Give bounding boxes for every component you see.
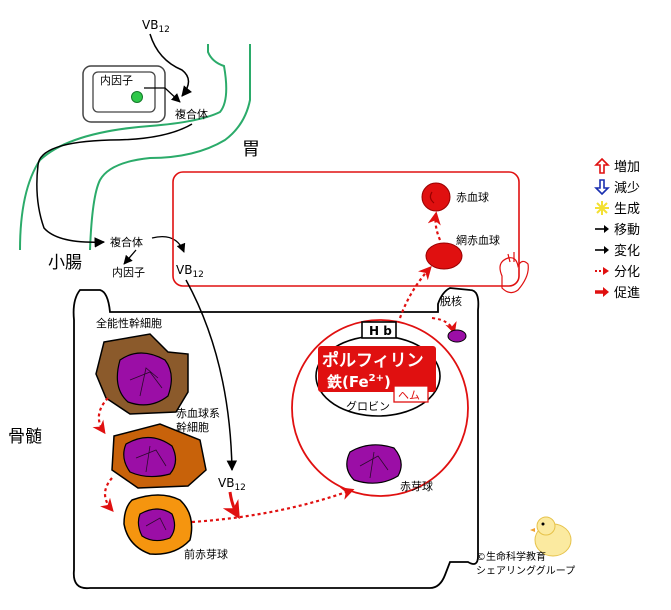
heme-tag [393,385,429,403]
legend-item-generation: 生成 [593,197,671,218]
rbc-cell [421,182,451,212]
legend-label-decrease: 減少 [614,181,641,196]
blood-vessel-box [172,171,520,287]
legend-item-change: 変化 [593,239,671,260]
heart-icon [499,252,529,294]
enucleation-arrow [431,317,457,335]
erythroblast-nucleus [346,444,402,484]
vb12-promotion-arrow [222,491,240,520]
hsc-to-stem-arrow [92,397,109,435]
complex-to-vb12-arrow [151,235,186,253]
vb12-marrow-label: VB12 [218,476,246,493]
legend-label-increase: 増加 [614,160,641,175]
copyright-line-1: ©生命科学教育 [476,550,546,563]
pro-to-erythroblast-arrow [191,487,355,524]
complex-label: 複合体 [175,107,208,121]
legend-label-change: 変化 [614,244,641,259]
reticulocyte-label: 網赤血球 [456,233,500,247]
legend-item-promotion: 促進 [593,281,671,302]
bone-marrow-box [72,287,480,590]
vb12-top-label: VB12 [142,18,170,35]
legend-item-differentiation: 分化 [593,260,671,281]
legend-label-differentiation: 分化 [614,265,641,280]
erythroblast-label: 赤芽球 [400,479,433,493]
intrinsic-factor-label: 内因子 [100,73,133,87]
expelled-nucleus [447,329,467,343]
complex-to-intestine-arrow [36,123,193,248]
stem-to-pro-arrow [100,477,114,512]
reticulocyte-to-rbc-arrow [427,211,442,241]
globin-label: グロビン [346,399,390,413]
iron-label: 鉄(Fe2+) [327,373,391,391]
erythroblast-to-reticulocyte-arrow [398,266,432,319]
mascot-chick-icon [530,516,572,557]
if-released-label: 内因子 [112,265,145,279]
hb-box [361,321,397,339]
heme-label: ヘム [398,389,420,402]
legend: 増加 減少 生成 移動 変化 分化 促進 [593,155,671,302]
complex-to-if-arrow [123,249,137,265]
promotion-arrow-icon [595,286,609,297]
vb12-to-complex-arrow [149,33,193,97]
reticulocyte-cell [425,242,463,270]
vb12-released-label: VB12 [176,263,204,280]
bone-marrow-label: 骨髄 [8,427,42,447]
complex-intestine-label: 複合体 [110,235,143,249]
intrinsic-factor-box [82,65,166,123]
if-to-complex-arrow [144,87,181,103]
hsc-label: 全能性幹細胞 [96,316,162,330]
decrease-arrow-icon [594,178,610,195]
move-arrow-icon [595,224,609,233]
gi-tract-outline [19,44,251,251]
hb-label: H b [369,324,392,338]
legend-item-move: 移動 [593,218,671,239]
legend-item-increase: 増加 [593,155,671,176]
porphyrin-label: ポルフィリン [322,350,424,371]
legend-label-move: 移動 [614,223,641,238]
generation-star-icon [595,200,609,215]
vb12-to-marrow-arrow [185,279,238,472]
erythroid-stem-nucleus [123,436,177,478]
copyright-line-2: シェアリンググループ [476,564,575,577]
increase-arrow-icon [594,157,610,174]
small-intestine-label: 小腸 [48,253,82,273]
intrinsic-factor-dot [131,91,143,103]
erythroid-stem-label-2: 幹細胞 [176,420,209,434]
legend-item-decrease: 減少 [593,176,671,197]
erythroblast-cell [291,319,469,497]
rbc-label: 赤血球 [456,190,489,204]
stomach-label: 胃 [242,139,260,160]
proerythroblast-label: 前赤芽球 [184,547,228,561]
legend-label-promotion: 促進 [614,286,641,301]
differentiation-arrow-icon [595,266,609,275]
change-arrow-icon [595,245,609,254]
erythroid-stem-label-1: 赤血球系 [176,406,220,420]
legend-label-generation: 生成 [614,202,641,217]
hsc-nucleus [116,352,172,406]
proerythroblast-nucleus [137,508,176,542]
heme-box [318,346,436,392]
enucleation-label: 脱核 [440,294,462,308]
